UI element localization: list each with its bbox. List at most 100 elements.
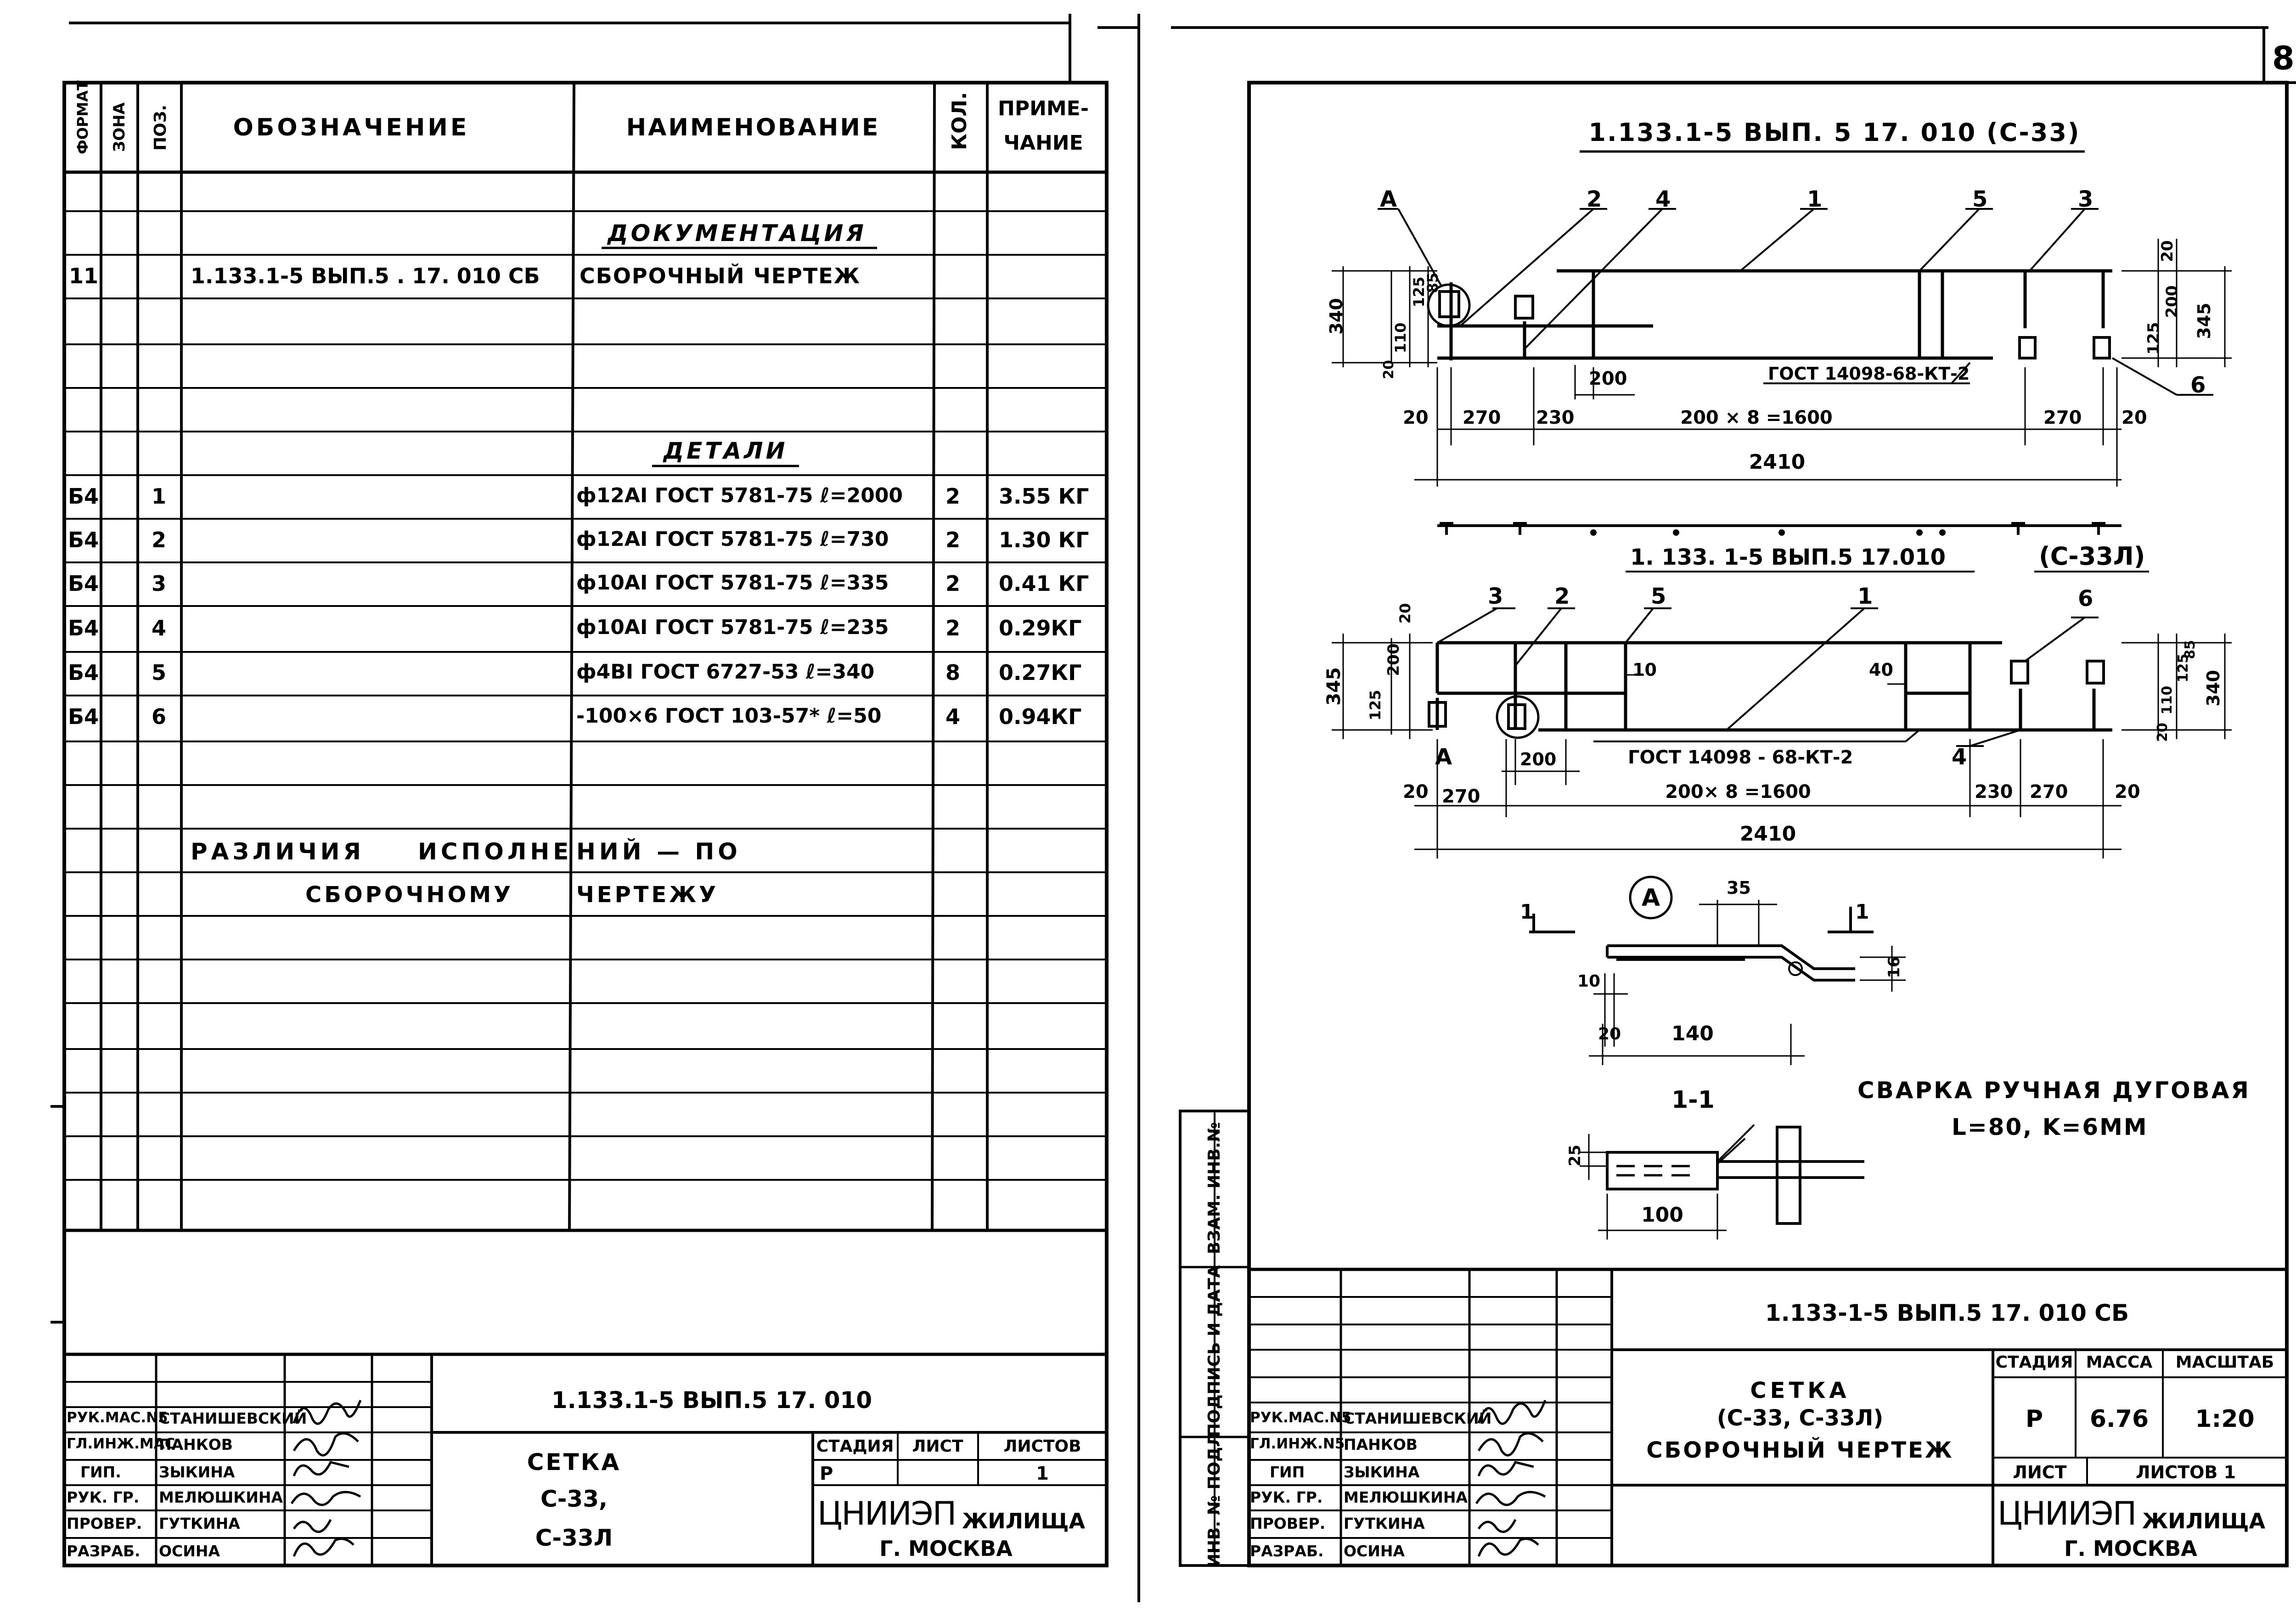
org-left-2: ЖИЛИЩА [962, 1509, 1086, 1533]
row-pos: 5 [152, 660, 167, 685]
leader-label: 6 [2190, 372, 2206, 398]
stage-label-right: СТАДИЯ [1995, 1353, 2073, 1372]
role: ПРОВЕР. [67, 1515, 142, 1532]
dim-label: 270 [2043, 407, 2082, 428]
dim-label: 20 [2122, 407, 2147, 428]
role: РУК. ГР. [1250, 1488, 1323, 1506]
leader-label: 2 [1587, 186, 1602, 212]
header-name: НАИМЕНОВАНИЕ [626, 114, 880, 141]
row-name: ф4ВI ГОСТ 6727-53 ℓ=340 [576, 660, 875, 684]
weld-note-2: L=80, K=6ММ [1952, 1114, 2148, 1140]
doc-name: СБОРОЧНЫЙ ЧЕРТЕЖ [580, 264, 861, 288]
row-pos: 1 [152, 484, 167, 509]
cut-label-left: 1 [1520, 900, 1534, 924]
leader-label: 5 [1651, 584, 1666, 609]
row-note: 0.27КГ [999, 660, 1082, 685]
header-note-1: ПРИМЕ- [998, 97, 1089, 120]
view2-title-suffix: (С-33Л) [2039, 542, 2145, 571]
row-pos: 4 [152, 616, 167, 640]
remark-line-2b: ЧЕРТЕЖУ [576, 882, 719, 908]
row-name: ф12АI ГОСТ 5781-75 ℓ=730 [576, 527, 889, 551]
view2-title: 1. 133. 1-5 ВЫП.5 17.010 [1630, 544, 1946, 570]
row-pos: 6 [152, 704, 167, 729]
title-right-1: СЕТКА [1750, 1378, 1850, 1403]
sheet-label-right: ЛИСТ [2013, 1462, 2067, 1482]
role: РУК.МАС.N5 [1250, 1409, 1351, 1426]
leader-label: 4 [1952, 744, 1967, 770]
person-name: ОСИНА [159, 1542, 220, 1560]
leader-label: 2 [1554, 584, 1570, 609]
dim-label: 270 [1463, 407, 1501, 428]
leader-label: 3 [2078, 186, 2093, 212]
dim-label: 200 [1589, 368, 1627, 389]
role: РАЗРАБ. [1250, 1542, 1324, 1560]
scale-label-right: МАСШТАБ [2175, 1353, 2274, 1372]
person-name: ПАНКОВ [1344, 1436, 1418, 1453]
detail-a-label: А [1641, 884, 1660, 912]
section-details: ДЕТАЛИ [663, 438, 788, 464]
org-left-3: Г. МОСКВА [879, 1536, 1013, 1561]
dim-label: 100 [1641, 1203, 1683, 1227]
row-note: 0.94КГ [999, 704, 1082, 729]
org-right-3: Г. МОСКВА [2064, 1536, 2197, 1561]
stage-value-left: Р [820, 1463, 833, 1484]
leader-label: 5 [1972, 186, 1988, 212]
leader-label: А [1380, 186, 1397, 212]
org-left-1: ЦНИИЭП [817, 1495, 957, 1532]
row-qty: 8 [945, 660, 961, 685]
remark-line-1c: НИЙ — ПО [576, 838, 741, 865]
stage-value-right: Р [2025, 1405, 2043, 1433]
doc-designation: 1.133.1-5 ВЫП.5 . 17. 010 СБ [191, 264, 540, 288]
sheets-label-right: ЛИСТОВ 1 [2135, 1462, 2236, 1482]
section-documentation: ДОКУМЕНТАЦИЯ [608, 220, 867, 247]
dim-label: 20 [1403, 407, 1429, 428]
dim-label: 20 [1598, 1025, 1621, 1044]
dim-label: 10 [1632, 660, 1657, 680]
header-note-2: ЧАНИЕ [1003, 131, 1083, 155]
dim-label: 10 [1577, 972, 1601, 991]
row-name: ф10АI ГОСТ 5781-75 ℓ=335 [576, 571, 889, 595]
dim-label: 200 × 8 =1600 [1680, 407, 1833, 428]
sheet-label-left: ЛИСТ [912, 1437, 963, 1456]
mass-value-right: 6.76 [2089, 1405, 2149, 1433]
row-format: Б4 [68, 527, 99, 552]
person-name: МЕЛЮШКИНА [1344, 1488, 1468, 1506]
sheets-value-left: 1 [1036, 1463, 1049, 1484]
role: РУК.МАС.N5 [67, 1409, 168, 1426]
person-name: ЗЫКИНА [1344, 1463, 1420, 1481]
gost-mesh-label: ГОСТ 14098 - 68-КТ-2 [1628, 747, 1853, 768]
row-pos: 2 [152, 527, 167, 552]
dim-label: 230 [1975, 781, 2013, 802]
dim-total: 2410 [1749, 450, 1806, 474]
weld-note-1: СВАРКА РУЧНАЯ ДУГОВАЯ [1857, 1077, 2251, 1104]
row-format: Б4 [68, 571, 99, 596]
leader-label: 1 [1857, 584, 1873, 609]
dim-label: 200 [1520, 749, 1557, 769]
dim-label: 140 [1671, 1022, 1714, 1045]
title-right-3: СБОРОЧНЫЙ ЧЕРТЕЖ [1646, 1437, 1954, 1463]
dim-label: 230 [1536, 407, 1575, 428]
page-number: 80 [2272, 39, 2296, 77]
title-left-2: С-33, [540, 1486, 608, 1512]
leader-label: 3 [1488, 584, 1503, 609]
gost-mesh-label: ГОСТ 14098-68-КТ-2 [1768, 364, 1970, 384]
doc-format: 11 [69, 264, 99, 288]
person-name: ОСИНА [1344, 1542, 1405, 1560]
dim-label: 20 [1403, 781, 1429, 802]
scale-value-right: 1:20 [2195, 1405, 2255, 1433]
role: ГЛ.ИНЖ.N5 [1250, 1436, 1345, 1452]
cut-label-right: 1 [1855, 900, 1869, 924]
dim-label: 270 [1442, 786, 1480, 807]
row-note: 0.41 КГ [999, 571, 1089, 596]
role: ГИП. [80, 1463, 121, 1481]
title-block-left-code: 1.133.1-5 ВЫП.5 17. 010 [551, 1387, 872, 1414]
person-name: СТАНИШЕВСКИЙ [159, 1409, 307, 1427]
stage-label-left: СТАДИЯ [816, 1437, 894, 1456]
role: РУК. ГР. [67, 1488, 140, 1506]
title-block-right-code: 1.133-1-5 ВЫП.5 17. 010 СБ [1765, 1300, 2129, 1326]
title-left-1: СЕТКА [527, 1449, 621, 1476]
sheets-label-left: ЛИСТОВ [1003, 1437, 1081, 1456]
person-name: ПАНКОВ [159, 1436, 233, 1453]
row-note: 3.55 КГ [999, 484, 1089, 509]
